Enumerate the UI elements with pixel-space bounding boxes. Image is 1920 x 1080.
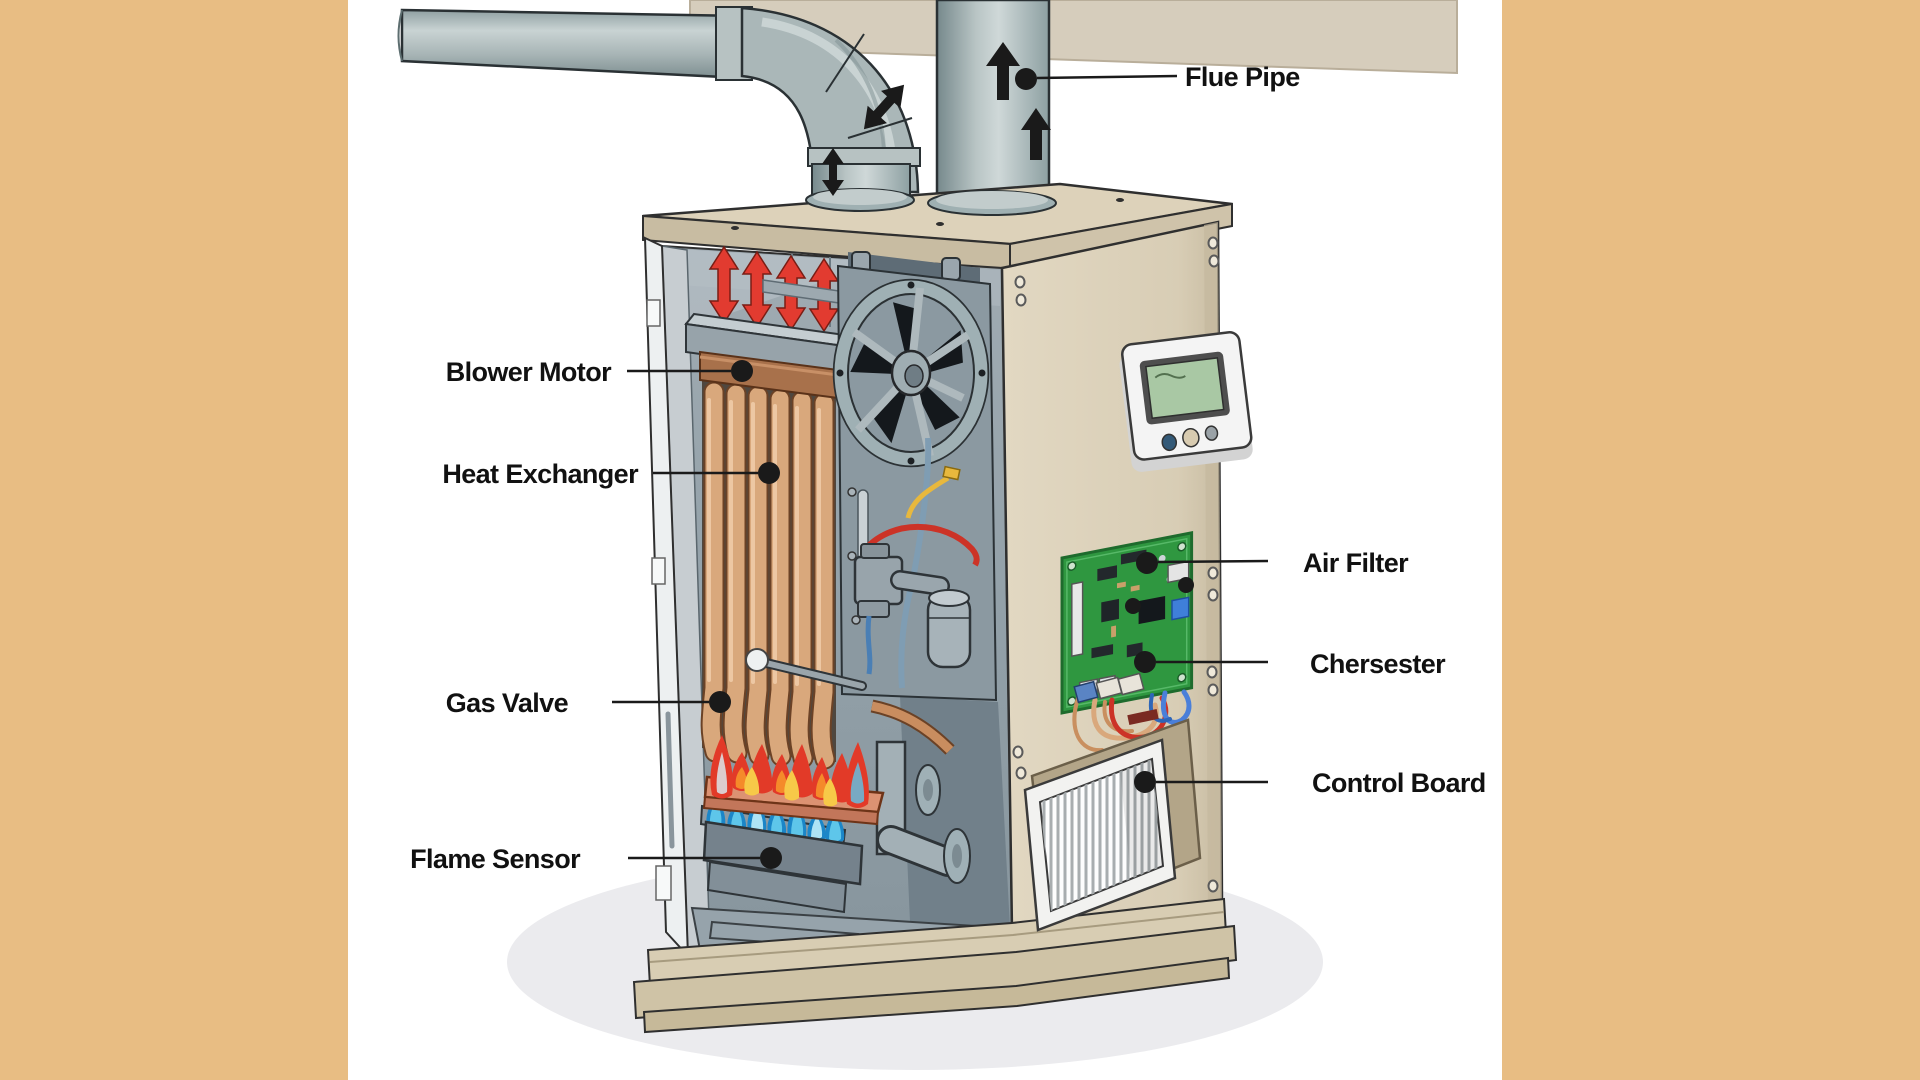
- heat-exchanger: [699, 350, 839, 770]
- label-heat-exchanger: Heat Exchanger: [442, 459, 639, 489]
- label-flame-sensor: Flame Sensor: [410, 844, 581, 874]
- wire-red: [860, 523, 980, 567]
- callout-flue-pipe: Flue Pipe: [1015, 62, 1301, 92]
- thermostat-button-3: [1204, 425, 1219, 441]
- flue-pipe: [935, 0, 1051, 198]
- panel-screws: [1012, 236, 1220, 893]
- sight-glass-knob: [745, 648, 769, 672]
- pressure-tube-blue: [898, 437, 932, 689]
- cabinet-base: [632, 897, 1238, 1034]
- pcb-socket-blue: [1171, 596, 1190, 621]
- up-arrow-icon: [1021, 108, 1051, 160]
- burner-assembly: [665, 711, 885, 914]
- thermostat-screen: [1145, 357, 1225, 420]
- elbow-pipe-base-flare: [805, 188, 915, 212]
- left-side-bar: [0, 0, 348, 1080]
- callouts: Flue Pipe Blower Motor Heat Exchanger Ga…: [410, 62, 1486, 874]
- burner-box: [702, 820, 864, 886]
- wire-blue: [865, 615, 873, 675]
- wire-yellow: [905, 475, 950, 519]
- flue-pipe-base-flare: [927, 190, 1057, 216]
- callout-air-filter: Air Filter: [1136, 548, 1410, 578]
- air-filter-grille: [1023, 718, 1202, 932]
- label-chersester: Chersester: [1310, 649, 1446, 679]
- callout-control-board: Control Board: [1134, 768, 1486, 798]
- pcb-main-chip: [1138, 595, 1166, 625]
- copper-pipe: [871, 701, 954, 754]
- up-arrow-icon: [986, 42, 1020, 100]
- thermostat-button-1: [1161, 433, 1178, 452]
- right-side-bar: [1502, 0, 1920, 1080]
- thermostat: [1119, 331, 1253, 472]
- callout-heat-exchanger: Heat Exchanger: [442, 459, 780, 489]
- callout-blower-motor: Blower Motor: [446, 357, 753, 387]
- double-arrow-icon: [863, 84, 905, 130]
- orange-flames: [710, 735, 869, 808]
- label-control-board: Control Board: [1312, 768, 1486, 798]
- thermostat-button-2: [1182, 427, 1200, 448]
- callout-chersester: Chersester: [1134, 649, 1447, 679]
- pcb-socket-white: [1167, 560, 1190, 584]
- label-blower-motor: Blower Motor: [446, 357, 612, 387]
- pcb-edge-connector: [1071, 581, 1084, 657]
- inducer-fan: [832, 251, 998, 702]
- label-air-filter: Air Filter: [1303, 548, 1409, 578]
- double-arrow-icon: [822, 148, 844, 196]
- callout-gas-valve: Gas Valve: [446, 688, 731, 718]
- callout-flame-sensor: Flame Sensor: [410, 844, 782, 874]
- label-gas-valve: Gas Valve: [446, 688, 569, 718]
- gas-valve-assembly: [745, 437, 980, 691]
- label-flue-pipe: Flue Pipe: [1185, 62, 1300, 92]
- flue-flow-arrows: [822, 42, 1051, 196]
- control-board-pcb: [1060, 531, 1194, 753]
